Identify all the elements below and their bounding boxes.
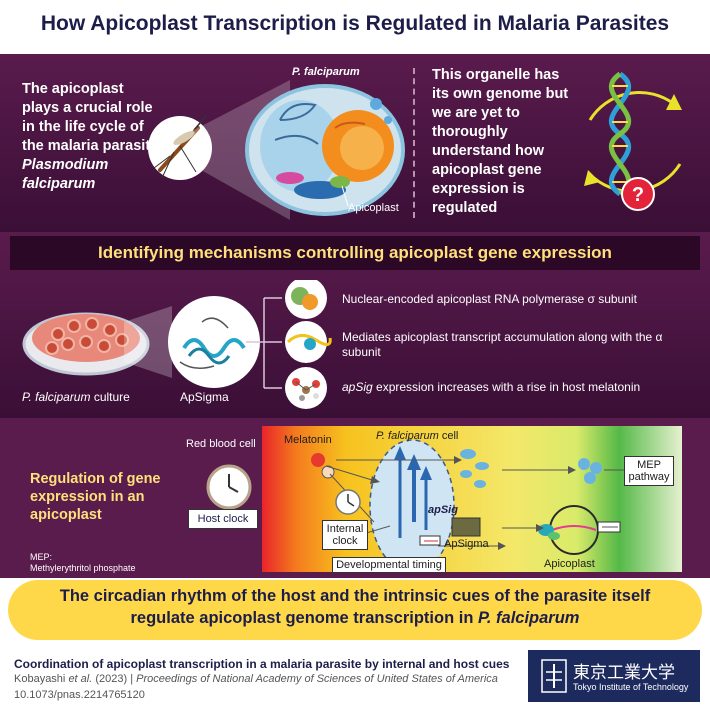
citation-authors: Kobayashi — [14, 673, 69, 685]
conclusion-line-2-italic: P. falciparum — [477, 609, 580, 627]
title-bar — [0, 0, 710, 54]
mechanisms-title-bar — [10, 236, 700, 270]
mechanism-item-1: Nuclear-encoded apicoplast RNA polymeras… — [342, 292, 637, 306]
red-blood-cell-label: Red blood cell — [186, 438, 256, 450]
mep-substrate-icon — [578, 458, 602, 484]
culture-label: P. falciparum culture — [22, 390, 130, 405]
petri-dish-icon — [22, 312, 150, 376]
intro-left-plain: The apicoplast plays a crucial role in t… — [22, 81, 159, 154]
mep-pathway-label: MEP pathway — [624, 456, 674, 486]
paper-title: Coordination of apicoplast transcription… — [14, 657, 510, 671]
melatonin-molecule-icon — [292, 378, 320, 401]
section1-divider — [413, 68, 415, 218]
pf-cell-label-plain: cell — [438, 430, 459, 442]
question-icon — [621, 177, 655, 211]
developmental-timing-label: Developmental timing — [332, 557, 446, 573]
apsigma-circle — [168, 296, 260, 388]
apsig-label: apSig — [428, 504, 458, 516]
mechanism-item-3-italic: apSig — [342, 380, 373, 394]
conclusion-line-2: regulate apicoplast genome transcription… — [8, 609, 702, 628]
intro-left-text: The apicoplast plays a crucial role in t… — [22, 80, 162, 194]
culture-illustration — [22, 296, 260, 388]
citation: Kobayashi et al. (2023) | Proceedings of… — [14, 673, 498, 685]
cycle-arrow-bottom — [584, 170, 600, 186]
parasite-illustration — [148, 80, 405, 220]
transcript-icon — [286, 334, 332, 346]
culture-label-plain: culture — [90, 390, 130, 404]
vesicles-icon — [460, 449, 489, 488]
university-name-en: Tokyo Institute of Technology — [573, 682, 689, 692]
apicoplast-organelle — [330, 176, 350, 188]
dna-cycle-illustration: ? — [584, 71, 682, 211]
citation-journal: Proceedings of National Academy of Scien… — [136, 673, 498, 685]
parasite-cell — [245, 84, 405, 216]
university-emblem-icon — [541, 659, 567, 693]
rbc-panel — [262, 426, 682, 573]
apicoplast-label: Apicoplast — [348, 202, 399, 214]
citation-et-al: et al. — [68, 673, 93, 685]
university-name-jp: 東京工業大学 — [573, 663, 675, 683]
host-clock-icon — [206, 464, 252, 510]
culture-label-italic: P. falciparum — [22, 390, 91, 404]
mosquito-icon — [153, 115, 207, 179]
rbc-background — [262, 426, 682, 572]
pf-cell-label: P. falciparum cell — [376, 430, 458, 442]
melatonin-molecule — [311, 453, 325, 467]
bracket-connector — [246, 280, 332, 409]
question-mark: ? — [632, 184, 644, 206]
parasite-label: P. falciparum — [292, 66, 360, 78]
protein-structure-icon — [179, 317, 246, 369]
mechanisms-title: Identifying mechanisms controlling apico… — [98, 243, 612, 262]
mechanism-item-3: apSig expression increases with a rise i… — [342, 380, 702, 395]
pf-cell-label-italic: P. falciparum — [376, 430, 439, 442]
university-logo — [528, 650, 700, 702]
intro-left-italic: Plasmodium falciparum — [22, 157, 109, 192]
internal-clock-icon — [335, 489, 361, 515]
conclusion-line-1: The circadian rhythm of the host and the… — [59, 587, 651, 605]
regulation-title: Regulation of gene expression in an apic… — [30, 471, 161, 523]
apsigma-small-box — [451, 517, 481, 537]
cycle-arrow-top — [666, 94, 682, 110]
cycle-arc-top — [588, 91, 675, 121]
mep-footnote-2: Methylerythritol phosphate — [30, 563, 136, 573]
doi: 10.1073/pnas.2214765120 — [14, 689, 145, 701]
page-title: How Apicoplast Transcription is Regulate… — [40, 12, 670, 35]
dna-helix-icon — [609, 71, 631, 197]
host-clock-label: Host clock — [188, 509, 258, 529]
apicoplast-small-label: Apicoplast — [544, 558, 595, 570]
internal-clock-label: Internal clock — [322, 520, 368, 550]
apsigma-label: ApSigma — [180, 390, 229, 404]
apicoplast-pointer — [341, 185, 349, 207]
mep-footnote: MEP: Methylerythritol phosphate — [30, 552, 136, 574]
intro-right-text: This organelle has its own genome but we… — [432, 67, 569, 216]
apsigma-small-label: ApSigma — [444, 538, 489, 550]
culture-zoom-cone — [124, 306, 172, 378]
mep-footnote-1: MEP: — [30, 552, 53, 562]
melatonin-label: Melatonin — [284, 434, 332, 446]
conclusion-line-2-plain: regulate apicoplast genome transcription… — [130, 609, 478, 627]
mechanism-item-3-plain: expression increases with a rise in host… — [372, 380, 641, 394]
citation-year: (2023) | — [92, 673, 137, 685]
mechanism-item-2: Mediates apicoplast transcript accumulat… — [342, 330, 663, 359]
conclusion-banner — [8, 580, 702, 640]
